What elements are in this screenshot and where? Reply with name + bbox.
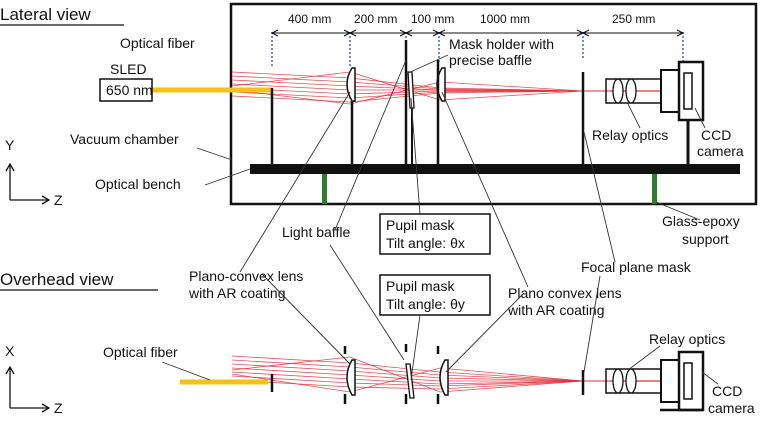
plano-convex-right-label-1: Plano convex lens	[508, 285, 622, 301]
lateral-components	[270, 40, 585, 164]
leader-lines-lateral	[196, 54, 706, 221]
sled-label: SLED	[110, 61, 147, 77]
ccd-label-top-2: camera	[697, 143, 744, 159]
relay-optics-ccd-lateral	[605, 60, 705, 164]
glass-epoxy-support-right	[652, 174, 657, 204]
pupil-mask-bottom-label-2: Tilt angle: θy	[386, 296, 465, 312]
glass-epoxy-support-left	[322, 174, 327, 204]
mask-holder-label-1: Mask holder with	[449, 36, 554, 52]
ccd-label-top-1: CCD	[701, 127, 731, 143]
sled-wavelength-label: 650 nm	[106, 82, 153, 98]
light-baffle-label: Light baffle	[282, 224, 350, 240]
pupil-mask-top-label-2: Tilt angle: θx	[386, 235, 465, 251]
plano-convex-left-label-1: Plano-convex lens	[189, 268, 303, 284]
vacuum-chamber-label: Vacuum chamber	[70, 131, 179, 147]
sled-box	[99, 78, 153, 102]
axis-y-label: Y	[5, 137, 15, 153]
plano-convex-right-label-2: with AR coating	[507, 302, 605, 318]
plano-convex-lens-1	[346, 67, 356, 102]
pupil-mask-overhead	[405, 363, 415, 399]
dim-400mm: 400 mm	[288, 12, 331, 26]
plano-convex-lens-1-overhead	[346, 359, 356, 396]
focal-plane-mask-label: Focal plane mask	[581, 259, 692, 275]
optical-bench	[250, 164, 740, 174]
axis-z-label-lateral: Z	[54, 192, 63, 208]
pupil-mask-top-box	[379, 213, 491, 255]
optical-fiber-label-bottom: Optical fiber	[103, 344, 178, 360]
dim-1000mm: 1000 mm	[480, 12, 530, 26]
glass-epoxy-label-1: Glass-epoxy	[662, 213, 740, 229]
axes-yz-lateral	[5, 162, 51, 205]
pupil-mask-top-label-1: Pupil mask	[386, 217, 455, 233]
dim-200mm: 200 mm	[354, 12, 397, 26]
overhead-view-header: Overhead view	[0, 270, 114, 289]
ccd-label-bottom-1: CCD	[712, 383, 742, 399]
relay-optics-label-top: Relay optics	[592, 127, 668, 143]
plano-convex-lens-2-overhead	[439, 359, 449, 396]
axis-z-label-overhead: Z	[54, 400, 63, 416]
ccd-label-bottom-2: camera	[708, 400, 755, 416]
plano-convex-left-label-2: with AR coating	[188, 285, 286, 301]
pupil-mask-bottom-label-1: Pupil mask	[386, 278, 455, 294]
optical-fiber-label-top: Optical fiber	[120, 35, 195, 51]
glass-epoxy-label-2: support	[682, 231, 729, 247]
axis-x-label: X	[5, 343, 15, 359]
axes-xz-overhead	[5, 365, 51, 413]
optical-bench-label: Optical bench	[95, 176, 181, 192]
dim-250mm: 250 mm	[612, 12, 655, 26]
leader-lines-overhead	[161, 59, 719, 385]
lateral-view-header: Lateral view	[0, 5, 91, 24]
mask-holder-label-2: precise baffle	[449, 52, 532, 68]
vacuum-chamber-box	[229, 2, 758, 206]
relay-optics-ccd-overhead	[605, 350, 705, 412]
overhead-components	[343, 344, 585, 404]
dim-100mm: 100 mm	[411, 12, 454, 26]
pupil-mask-bottom-box	[379, 274, 491, 316]
relay-optics-label-bottom: Relay optics	[649, 331, 725, 347]
dimension-lines	[270, 29, 685, 68]
